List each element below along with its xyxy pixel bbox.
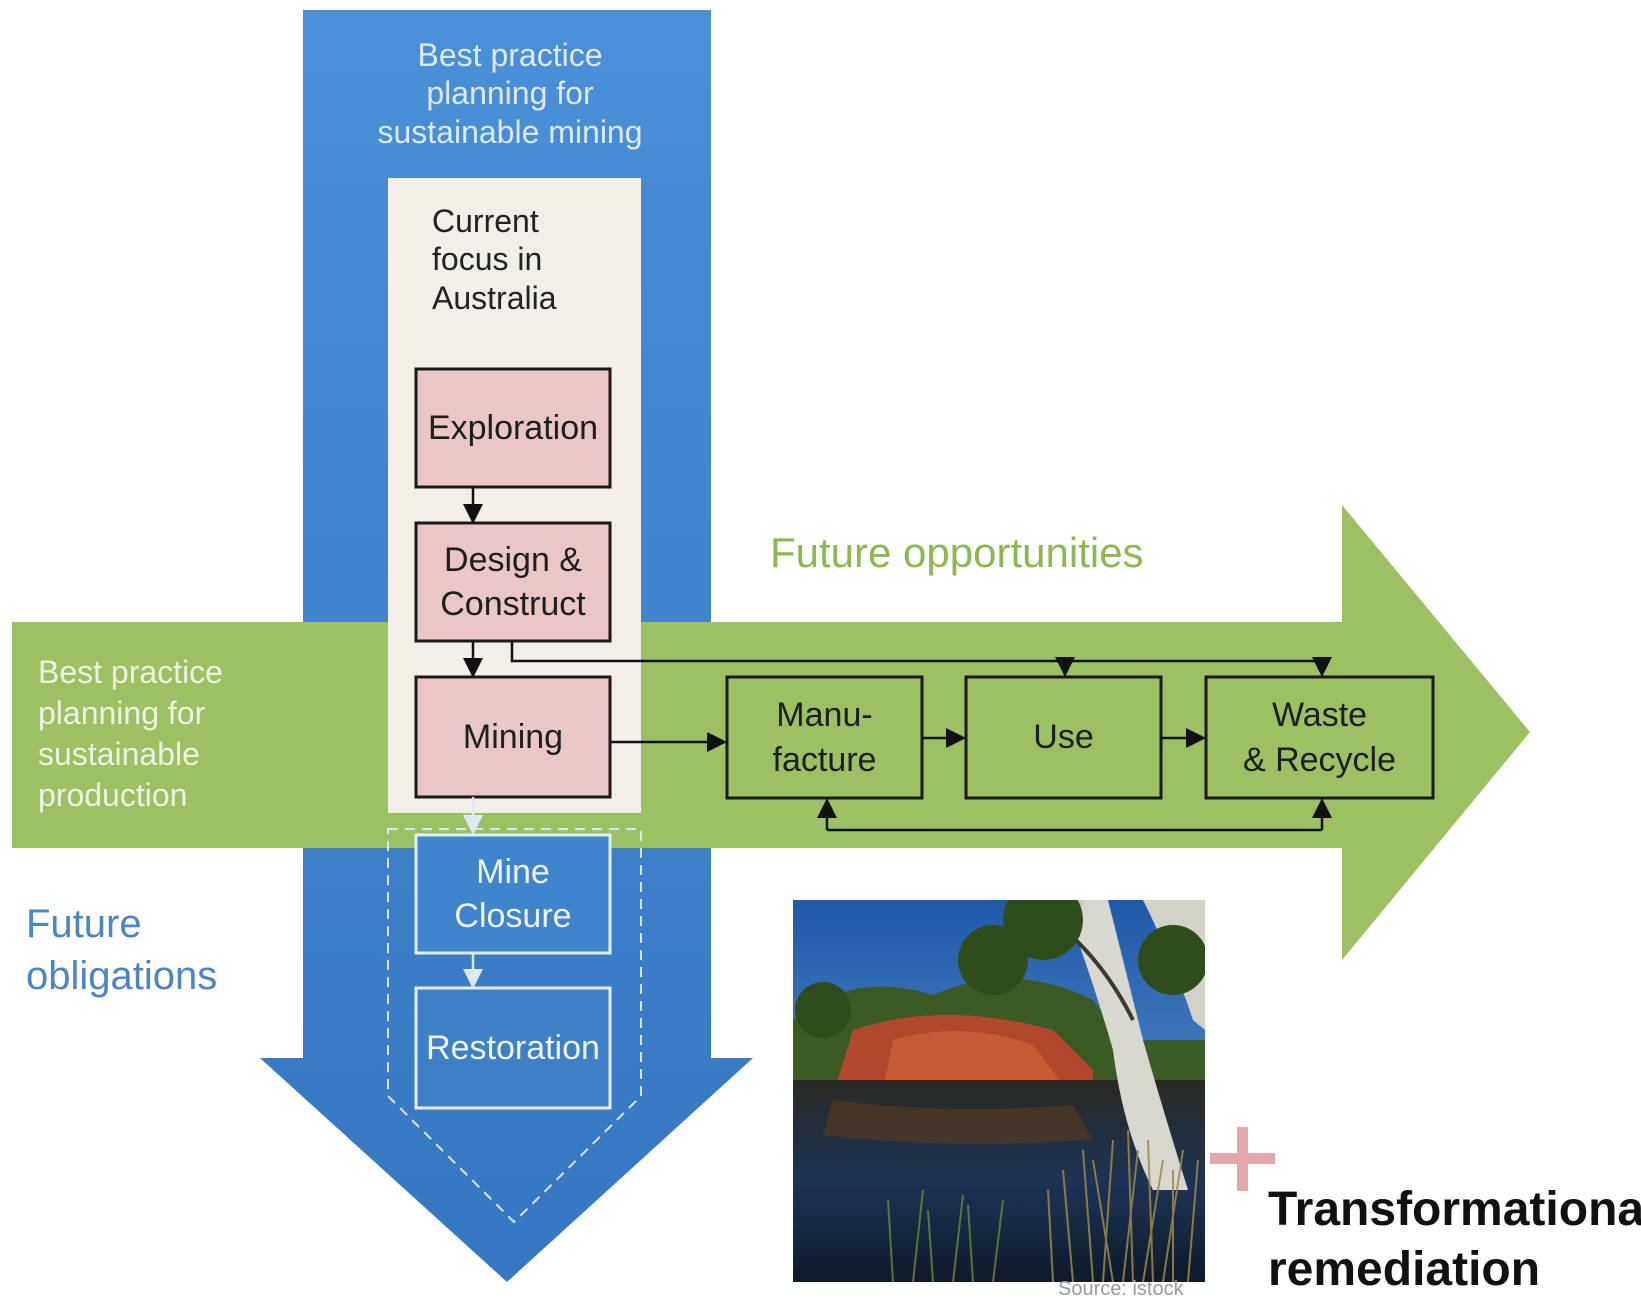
- plus-icon: [1210, 1127, 1275, 1191]
- design-construct-label: Design & Construct: [440, 540, 586, 623]
- mining-box: [414, 675, 612, 799]
- vertical-arrow-title: Best practice planning for sustainable m…: [377, 37, 643, 150]
- exploration-box: [414, 367, 612, 489]
- transformational-remediation-label: Transformational remediation: [1268, 1183, 1641, 1296]
- landscape-photo: [793, 900, 1205, 1282]
- future-obligations-label: Future obligations: [26, 902, 218, 998]
- waste-recycle-label: Waste & Recycle: [1242, 696, 1397, 779]
- restoration-box: [414, 986, 612, 1110]
- waste-recycle-box: [1204, 675, 1435, 800]
- future-opportunities-label: Future opportunities: [770, 529, 1144, 576]
- mine-closure-box: [414, 833, 612, 955]
- design-construct-box: [414, 521, 612, 643]
- future-obligations-outline: [387, 828, 642, 1224]
- mining-label: Mining: [462, 717, 564, 756]
- restoration-label: Restoration: [426, 1028, 600, 1067]
- photo-source-caption: Source: istock: [1058, 1278, 1184, 1300]
- horizontal-arrow-title: Best practice planning for sustainable p…: [38, 654, 223, 813]
- flow-connectors: [463, 487, 1332, 832]
- use-box: [964, 675, 1163, 800]
- mine-closure-label: Mine Closure: [454, 852, 572, 935]
- use-label: Use: [1033, 718, 1094, 757]
- manufacture-label: Manu- facture: [772, 696, 877, 779]
- current-focus-label: Current focus in Australia: [432, 203, 557, 316]
- exploration-label: Exploration: [427, 408, 599, 447]
